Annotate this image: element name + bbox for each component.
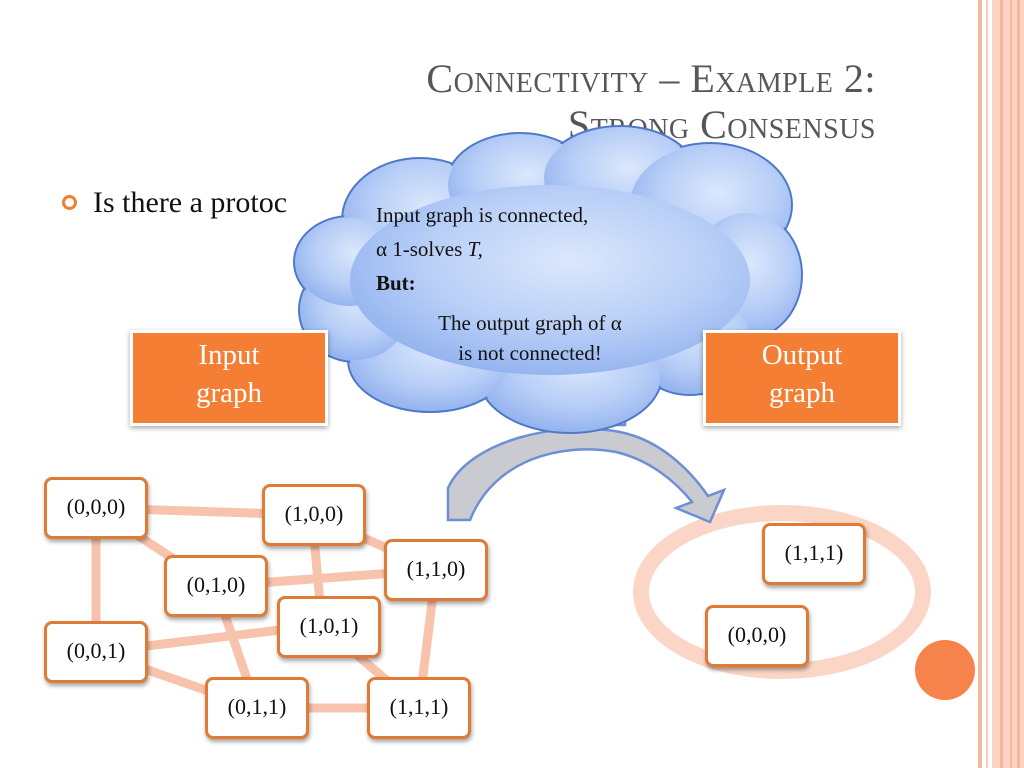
input-node: (1,1,1) (367, 677, 471, 739)
input-graph-label: Input graph (130, 330, 328, 426)
cloud-line-1: Input graph is connected, (376, 203, 589, 227)
slide-title-line-1: Connectivity – Example 2: (426, 56, 876, 101)
input-node: (0,1,0) (164, 555, 268, 617)
decor-stripe (1000, 0, 1003, 768)
input-label-line-1: Input (198, 339, 260, 371)
input-node: (1,0,0) (262, 484, 366, 546)
input-node: (1,0,1) (277, 596, 381, 658)
cloud-line-2-italic: T, (467, 237, 483, 261)
output-node: (1,1,1) (762, 523, 866, 585)
cloud-line-4: The output graph of α (438, 311, 622, 335)
output-label-line-1: Output (761, 339, 843, 371)
cloud-line-5: is not connected! (458, 341, 602, 365)
cloud-text: Input graph is connected, α 1-solves T, … (376, 198, 588, 300)
output-graph-label: Output graph (703, 330, 901, 426)
cloud-line-3: But: (376, 271, 416, 295)
decor-stripe (978, 0, 982, 768)
input-label-line-2: graph (195, 377, 263, 409)
cloud-line-2-text: α 1-solves (376, 237, 468, 261)
input-node: (1,1,0) (384, 539, 488, 601)
cloud-text-conclusion: The output graph of α is not connected! (380, 308, 680, 368)
decor-circle (915, 640, 975, 700)
bullet-circle-icon (62, 194, 77, 210)
input-node: (0,0,1) (44, 621, 148, 683)
decor-stripe (1010, 0, 1012, 768)
decor-stripe (986, 0, 988, 768)
output-node: (0,0,0) (705, 605, 809, 667)
cloud-line-2: α 1-solves T, (376, 232, 588, 266)
curved-arrow-icon (446, 427, 727, 524)
bullet-item: Is there a protoc (62, 186, 287, 220)
thought-cloud (293, 125, 803, 434)
input-node: (0,0,0) (44, 477, 148, 539)
input-node: (0,1,1) (205, 677, 309, 739)
decor-stripe (1017, 0, 1020, 768)
bullet-text: Is there a protoc (93, 186, 288, 219)
output-label-line-2: graph (768, 377, 836, 409)
output-graph-ellipse (633, 505, 931, 679)
